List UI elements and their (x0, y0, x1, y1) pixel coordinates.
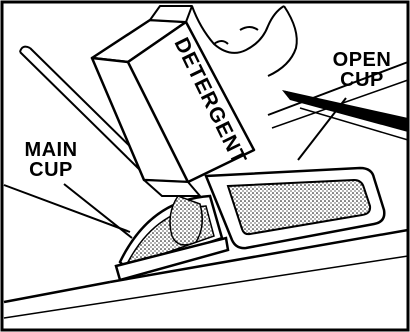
main-cup-label: MAIN CUP (14, 140, 88, 180)
main-cup-label-line2: CUP (14, 160, 88, 180)
open-cup-lid (206, 168, 384, 248)
detergent-stream (170, 196, 202, 245)
open-cup-label-line1: OPEN (326, 50, 398, 70)
door-rail (282, 90, 408, 132)
main-cup-label-line1: MAIN (14, 140, 88, 160)
open-cup-label: OPEN CUP (326, 50, 398, 90)
open-cup-label-line2: CUP (326, 70, 398, 90)
